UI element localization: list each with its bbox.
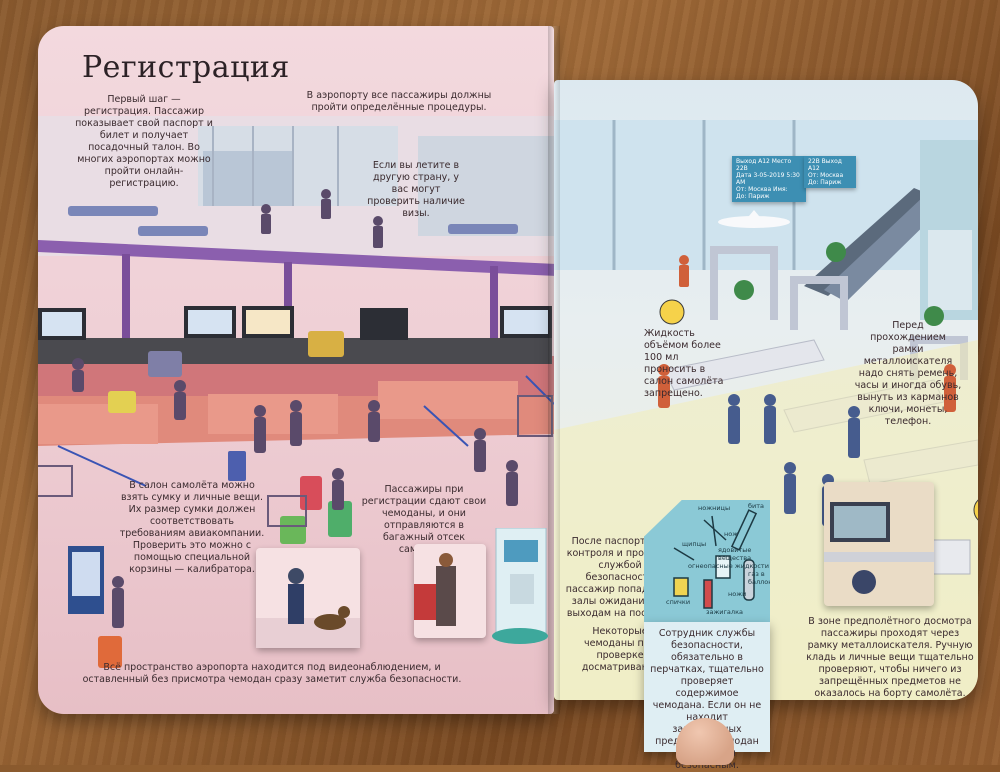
departure-board-right: 22B Выход A12 От: Москва До: Париж	[804, 156, 856, 188]
liquid-note: Жидкость объёмом более 100 мл проносить …	[644, 328, 724, 399]
check-in-hall-illustration	[38, 116, 554, 668]
flap-bag-check[interactable]	[414, 544, 486, 638]
scanner-illustration	[492, 527, 548, 644]
metal-detector-note: Перед прохождением рамки металлоискателя…	[854, 320, 962, 427]
passengers-security	[658, 255, 956, 412]
intro-center-text: В аэропорту все пассажиры должны пройти …	[306, 90, 492, 113]
surveillance-note: Всё пространство аэропорта находится под…	[82, 662, 462, 685]
potted-plants	[734, 242, 944, 326]
cabin-bag-note: В салон самолёта можно взять сумку и лич…	[119, 480, 265, 575]
no-liquid-sign	[659, 299, 685, 325]
departure-board-left: Выход A12 Место 22B Дата 3-05-2019 5:30 …	[732, 156, 806, 202]
prohibited-items-illustration	[673, 509, 758, 609]
prohibited-items-flap[interactable]: ножницы нож бита ядовитые вещества щипцы…	[644, 500, 770, 622]
airplane-outside	[718, 210, 790, 228]
left-page: Регистрация Первый шаг — регистрация. Па…	[38, 26, 554, 714]
bag-check-note: Некоторые чемоданы при проверке досматри…	[581, 626, 659, 673]
escalator	[804, 188, 944, 302]
page-title: Регистрация	[82, 50, 290, 85]
waiting-seats	[68, 206, 518, 236]
counter-monitors	[38, 306, 552, 340]
inspection-room-illustration	[824, 502, 934, 594]
passengers	[72, 189, 518, 628]
screening-note: В зоне предполётного досмотра пассажиры …	[806, 616, 974, 699]
visa-note: Если вы летите в другую страну, у вас мо…	[367, 160, 465, 219]
luggage-trolleys	[38, 395, 553, 527]
luggage-items	[98, 331, 352, 668]
bag-check-illustration	[414, 553, 456, 626]
queue-barriers	[57, 375, 554, 487]
open-picture-book: Регистрация Первый шаг — регистрация. Па…	[38, 20, 978, 771]
reader-finger	[676, 718, 734, 765]
passport-control-note: После паспортного контроля и проверки сл…	[565, 536, 675, 619]
guard-with-dog-illustration	[256, 568, 360, 648]
intro-left-text: Первый шаг — регистрация. Пассажир показ…	[75, 94, 213, 189]
flap-security-dog[interactable]	[256, 548, 360, 648]
book-spine	[548, 26, 560, 714]
security-scanner-flap[interactable]	[486, 527, 554, 648]
flap-inspection-room[interactable]	[824, 482, 934, 606]
